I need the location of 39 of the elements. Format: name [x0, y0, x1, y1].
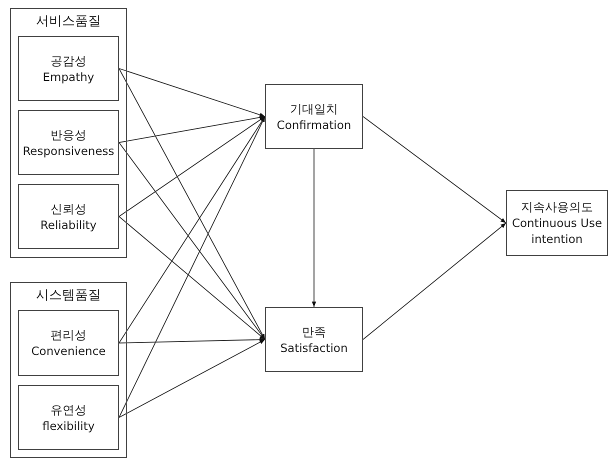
- construct-box: [18, 110, 119, 175]
- arrow: [118, 68, 266, 340]
- arrow: [362, 222, 506, 340]
- construct-box: [18, 36, 119, 101]
- construct-box: [18, 385, 119, 450]
- group-box: [10, 8, 127, 258]
- construct-box: [265, 307, 363, 372]
- arrow: [362, 116, 506, 224]
- construct-label: Reliability: [40, 216, 97, 232]
- arrow: [118, 115, 266, 143]
- construct-box: [18, 310, 119, 376]
- construct-label: Continuous Use intention: [510, 215, 604, 247]
- construct-label: 만족: [302, 324, 326, 340]
- construct-label: Empathy: [42, 68, 94, 84]
- construct-box: [18, 184, 119, 249]
- construct-label: Convenience: [31, 343, 106, 359]
- construct-label: 편리성: [50, 327, 86, 343]
- arrow: [118, 216, 266, 340]
- construct-label: 지속사용의도: [521, 199, 593, 215]
- arrow: [312, 148, 316, 308]
- construct-label: 신뢰성: [50, 200, 86, 216]
- arrow: [118, 339, 266, 418]
- group-title: 시스템품질: [36, 288, 101, 304]
- construct-label: 반응성: [50, 126, 86, 142]
- group-title: 서비스품질: [36, 14, 101, 30]
- construct-box: [506, 190, 608, 256]
- arrow: [118, 116, 266, 418]
- arrow: [118, 68, 266, 117]
- construct-label: 기대일치: [290, 100, 338, 116]
- arrow: [118, 116, 266, 217]
- construct-box: [265, 84, 363, 149]
- construct-label: Confirmation: [276, 116, 352, 132]
- construct-label: flexibility: [42, 418, 95, 434]
- construct-label: Satisfaction: [280, 340, 348, 356]
- construct-label: 유연성: [50, 402, 86, 418]
- arrow: [118, 337, 266, 344]
- construct-label: Responsiveness: [22, 142, 114, 158]
- group-box: [10, 282, 127, 458]
- construct-label: 공감성: [50, 52, 86, 68]
